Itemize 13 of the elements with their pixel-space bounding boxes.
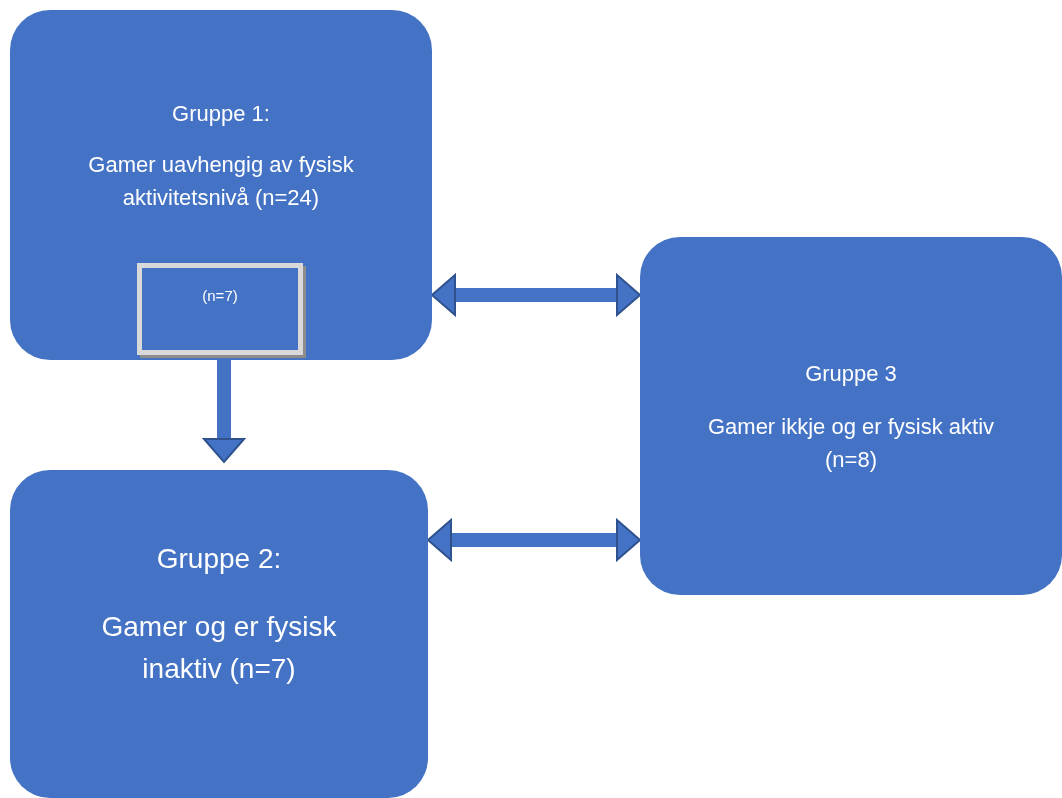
group-description: Gamer ikkje og er fysisk aktiv (n=8)	[706, 412, 996, 474]
group-box	[10, 10, 432, 360]
group-heading: Gruppe 1:	[172, 99, 270, 128]
block-arrow	[431, 274, 641, 316]
group-heading: Gruppe 3	[805, 359, 897, 388]
group-heading: Gruppe 2:	[156, 542, 282, 576]
group-box	[640, 237, 1062, 595]
block-arrow	[427, 519, 641, 561]
highlight-box	[137, 263, 303, 355]
group-description: Gamer og er fysisk inaktiv (n=7)	[100, 610, 338, 686]
count-label: (n=7)	[202, 285, 238, 306]
group-description: Gamer uavhengig av fysisk aktivitetsnivå (n=24)	[87, 150, 355, 212]
group-box	[10, 470, 428, 798]
